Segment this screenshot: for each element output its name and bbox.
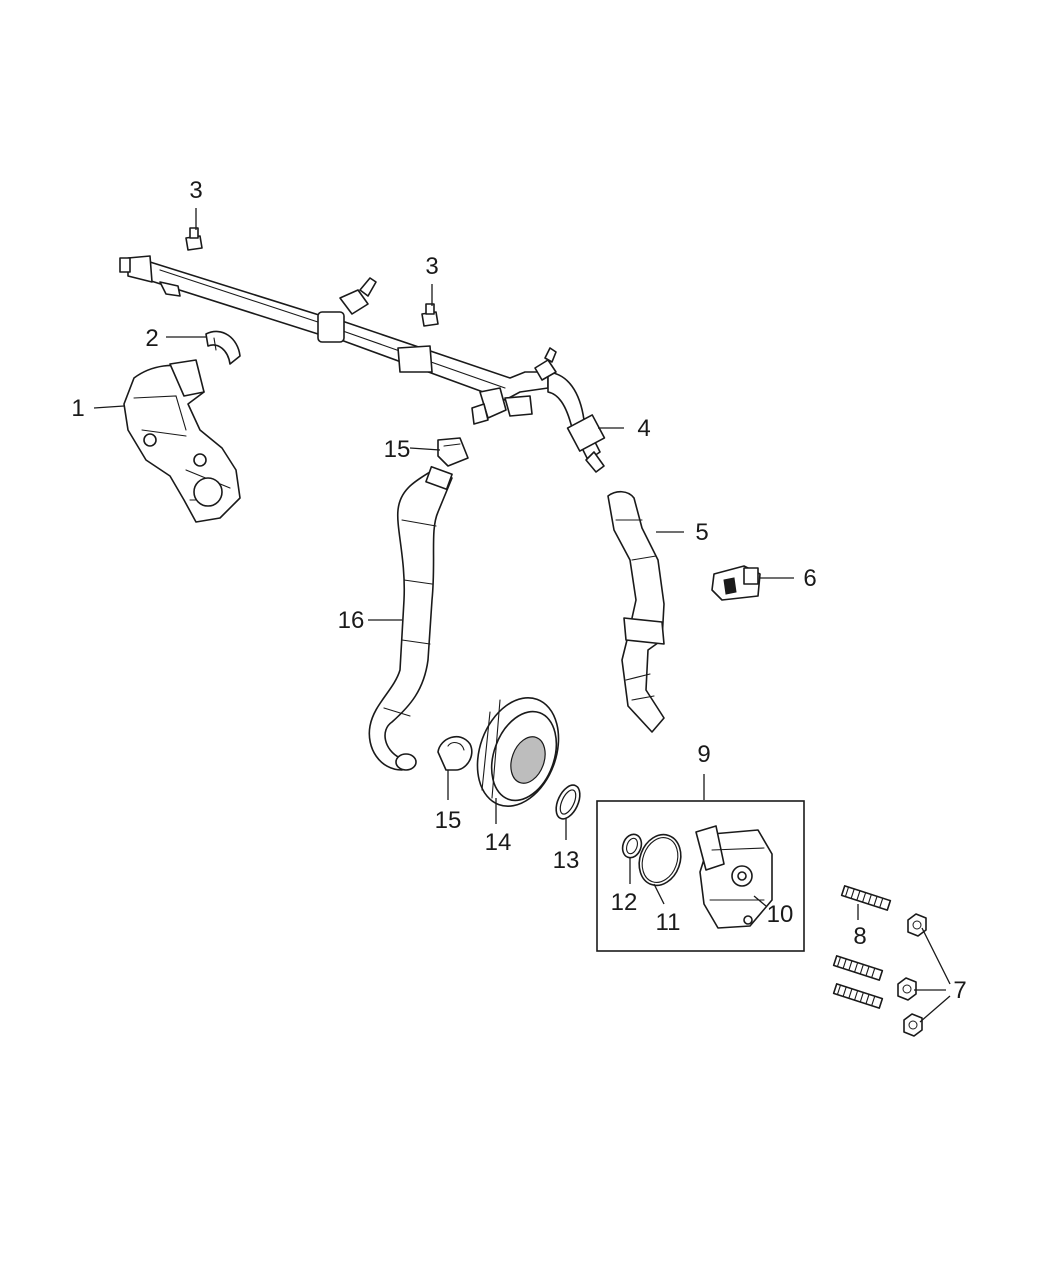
callout-7: 7	[953, 977, 966, 1004]
coolant-hose-16	[368, 465, 453, 771]
water-pump-kit-box	[596, 800, 805, 952]
callout-13: 13	[553, 847, 580, 874]
hose-clamp-lower	[437, 735, 473, 771]
callout-1: 1	[71, 395, 84, 422]
thermostat-housing	[123, 359, 241, 523]
bolt-upper-middle	[421, 303, 439, 327]
hose-clip	[205, 330, 241, 365]
hose-clamp-upper	[437, 437, 469, 467]
callout-12: 12	[611, 889, 638, 916]
coolant-hose-5	[607, 490, 665, 733]
callout-4: 4	[637, 415, 650, 442]
coolant-tube-assembly	[119, 255, 606, 473]
leader-lines	[93, 208, 951, 1023]
coolant-temperature-sensor	[711, 565, 761, 601]
callout-11: 11	[656, 909, 681, 936]
water-pump-pulley	[476, 696, 560, 808]
callout-15-upper: 15	[384, 436, 411, 463]
callout-3-upper-middle: 3	[425, 253, 438, 280]
callout-5: 5	[695, 519, 708, 546]
callout-15-lower: 15	[435, 807, 462, 834]
callout-2: 2	[145, 325, 158, 352]
callouts: 3 3 2 1 15 4 5 6 16 15 14 13 9 12 11 10 …	[71, 177, 966, 1004]
callout-3-upper-left: 3	[189, 177, 202, 204]
nuts	[897, 913, 927, 1037]
callout-16: 16	[338, 607, 365, 634]
callout-8: 8	[853, 923, 866, 950]
callout-6: 6	[803, 565, 816, 592]
bolt-upper-left	[185, 227, 203, 251]
callout-9: 9	[697, 741, 710, 768]
callout-10: 10	[767, 901, 794, 928]
callout-14: 14	[485, 829, 512, 856]
o-ring-13	[555, 784, 581, 820]
stud-bolts	[832, 885, 892, 1009]
